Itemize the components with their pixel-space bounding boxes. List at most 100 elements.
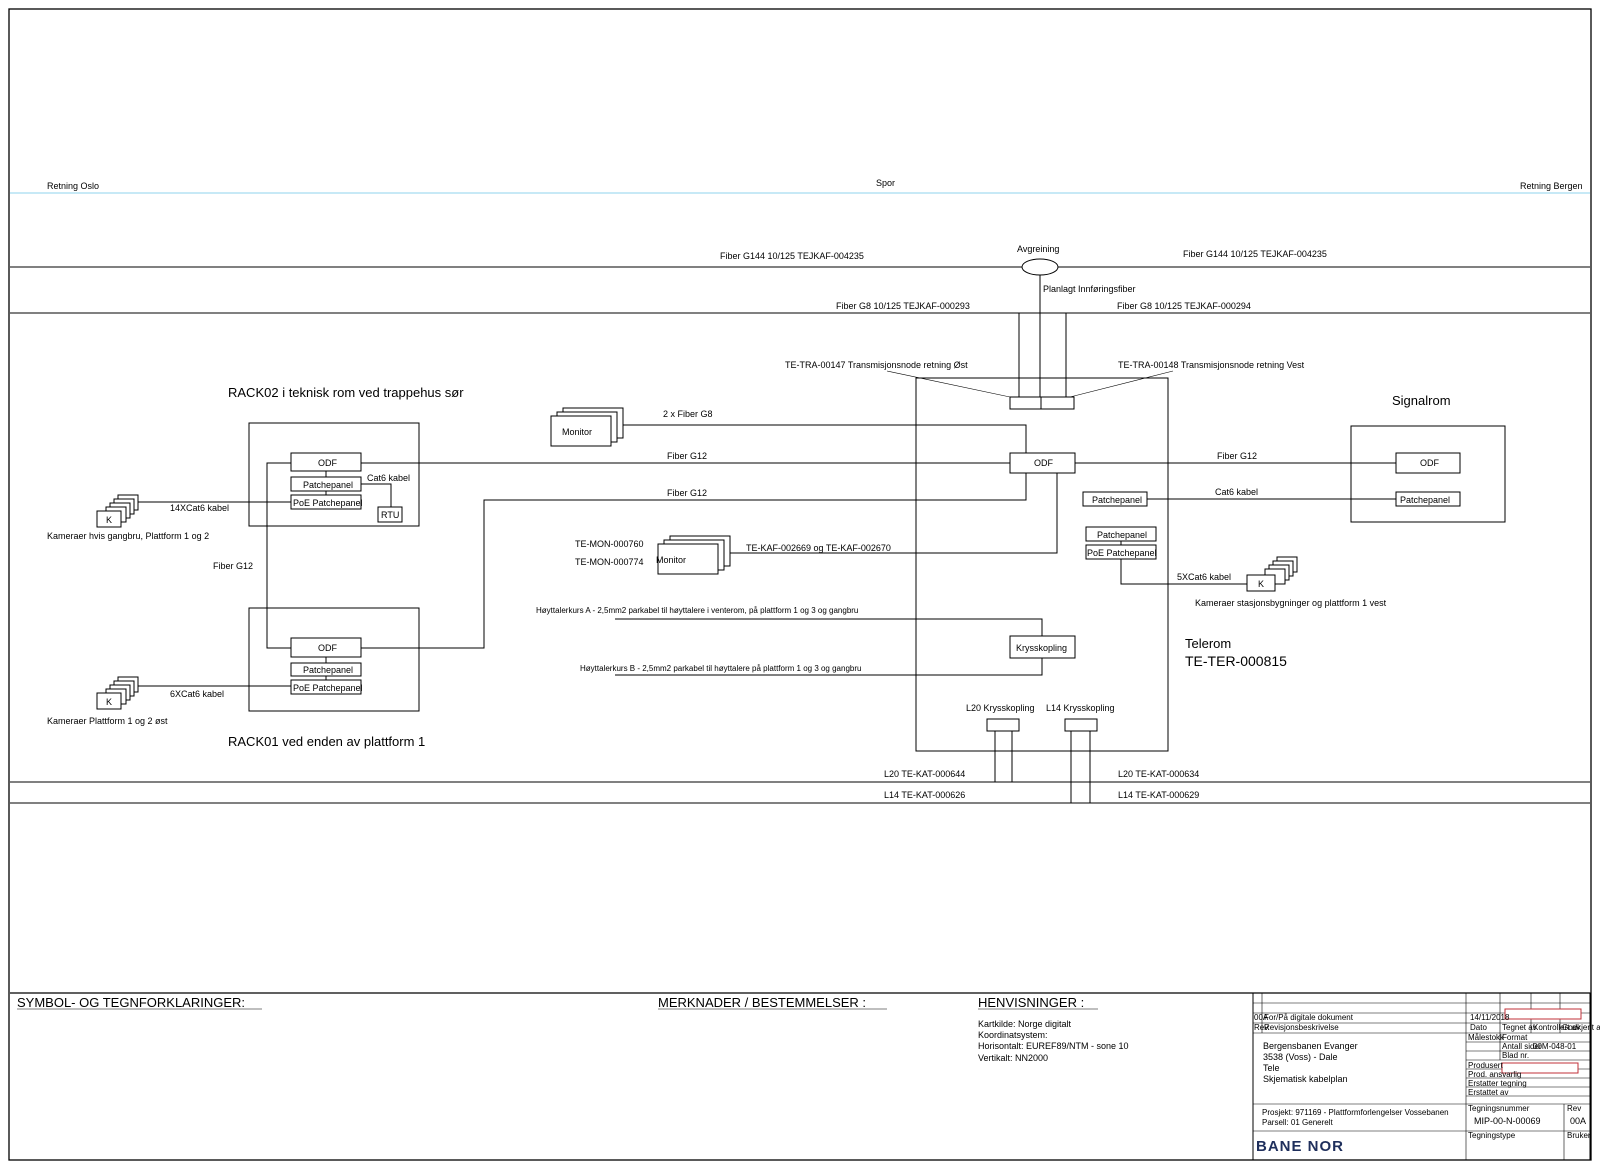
tb-meta8: Erstattet av <box>1468 1088 1508 1097</box>
kat-l14-right: L14 TE-KAT-000629 <box>1118 790 1199 800</box>
svg-text:Monitor: Monitor <box>656 555 686 565</box>
planlagt-label: Planlagt Innføringsfiber <box>1043 284 1136 294</box>
fiber-label-right-2: Fiber G8 10/125 TEJKAF-000294 <box>1117 301 1251 311</box>
camera-stack-bottom: K <box>96 676 139 710</box>
tb-project1: Bergensbanen Evanger <box>1263 1041 1358 1051</box>
tb-meta5: Produsert <box>1468 1061 1503 1070</box>
signalrom-patchpanel-label: Patchepanel <box>1400 495 1450 505</box>
legend-merknader: MERKNADER / BESTEMMELSER : <box>658 995 866 1010</box>
title-block <box>1252 992 1591 1161</box>
avgreining-label: Avgreining <box>1017 244 1059 254</box>
svg-text:K: K <box>106 697 112 707</box>
rack02-box <box>248 422 420 527</box>
tb-tegnr: MIP-00-N-00069 <box>1474 1116 1541 1126</box>
legend-symbol: SYMBOL- OG TEGNFORKLARINGER: <box>17 995 245 1010</box>
tb-parsell: Parsell: 01 Generelt <box>1262 1118 1333 1127</box>
drawing-frame <box>8 8 1592 1161</box>
rack02-poe-label: PoE Patchepanel <box>293 498 363 508</box>
fiber-label-left-2: Fiber G8 10/125 TEJKAF-000293 <box>836 301 970 311</box>
krysskopling-label: Krysskopling <box>1016 643 1067 653</box>
telerom-title-1: Telerom <box>1185 636 1231 651</box>
hoyt-b-label: Høyttalerkurs B - 2,5mm2 parkabel til hø… <box>580 664 861 673</box>
rack02-cat6-label: Cat6 kabel <box>367 473 410 483</box>
fiber-g12-vert-label: Fiber G12 <box>213 561 253 571</box>
telerom-odf-label: ODF <box>1034 458 1054 468</box>
bane-nor-logo: BANE NOR <box>1256 1138 1344 1155</box>
monitor-mon1: TE-MON-000760 <box>575 539 644 549</box>
fiber-g12-a-label: Fiber G12 <box>667 451 707 461</box>
signalrom-patchpanel <box>1395 491 1461 507</box>
monitor-mid: Monitor <box>656 535 731 575</box>
rack01-odf-label: ODF <box>318 643 338 653</box>
cameras-top-cable: 14XCat6 kabel <box>170 503 229 513</box>
monitor-mon2: TE-MON-000774 <box>575 557 644 567</box>
cameras-right-label: Kameraer stasjonsbygninger og plattform … <box>1195 598 1387 608</box>
tb-typenr: Tegningstype <box>1468 1131 1516 1140</box>
fiber-label-left-top: Fiber G144 10/125 TEJKAF-004235 <box>720 251 864 261</box>
rack02-rtu <box>377 506 403 523</box>
legend-h1: Kartkilde: Norge digitalt <box>978 1019 1072 1029</box>
tra-node-left <box>1009 396 1042 410</box>
l14-krysskopling <box>1064 718 1098 732</box>
telerom-patchpanel-1-label: Patchepanel <box>1092 495 1142 505</box>
tb-tegnr-label: Tegningsnummer <box>1468 1104 1530 1113</box>
monitor-top: Monitor <box>550 407 624 447</box>
fiber-g12-b-label: Fiber G12 <box>667 488 707 498</box>
tb-meta6: Prod. ansvarlig <box>1468 1070 1521 1079</box>
telerom-patchpanel-2-label: Patchepanel <box>1097 530 1147 540</box>
telerom-title-2: TE-TER-000815 <box>1185 653 1287 669</box>
rack01-title: RACK01 ved enden av plattform 1 <box>228 734 425 749</box>
tb-rev-val: 00A <box>1570 1116 1586 1126</box>
signalrom-odf-label: ODF <box>1420 458 1440 468</box>
tb-rev-label: Rev <box>1567 1104 1581 1113</box>
cameras-bottom-cable: 6XCat6 kabel <box>170 689 224 699</box>
camera-stack-right: K <box>1246 556 1298 592</box>
tb-hdr-godk: Godkjent av <box>1562 1023 1600 1032</box>
legend-h2: Koordinatsystem: <box>978 1030 1048 1040</box>
fiber-label-right-top: Fiber G144 10/125 TEJKAF-004235 <box>1183 249 1327 259</box>
tb-project4: Skjematisk kabelplan <box>1263 1074 1348 1084</box>
tb-project2: 3538 (Voss) - Dale <box>1263 1052 1338 1062</box>
legend-h3: Horisontalt: EUREF89/NTM - sone 10 <box>978 1041 1129 1051</box>
l20-krysskopling <box>986 718 1020 732</box>
rack02-rtu-label: RTU <box>381 510 399 520</box>
l14k-label: L14 Krysskopling <box>1046 703 1115 713</box>
tra-left-label: TE-TRA-00147 Transmisjonsnode retning Øs… <box>785 360 968 370</box>
tb-hdr-rev: Rev. <box>1254 1023 1270 1032</box>
tb-meta3: Antall sider <box>1502 1042 1542 1051</box>
svg-text:K: K <box>1258 579 1264 589</box>
rack01-poe-label: PoE Patchepanel <box>293 683 363 693</box>
track-right-label: Retning Bergen <box>1520 181 1583 191</box>
tb-hdr-dato: Dato <box>1470 1023 1487 1032</box>
rack01-patchpanel-label: Patchepanel <box>303 665 353 675</box>
rack02-odf-label: ODF <box>318 458 338 468</box>
kat-l20-right: L20 TE-KAT-000634 <box>1118 769 1199 779</box>
avgreining-splice <box>1021 258 1059 276</box>
monitor-kaf: TE-KAF-002669 og TE-KAF-002670 <box>746 543 891 553</box>
tra-right-label: TE-TRA-00148 Transmisjonsnode retning Ve… <box>1118 360 1305 370</box>
l20k-label: L20 Krysskopling <box>966 703 1035 713</box>
rack01-box <box>248 607 420 712</box>
hoyt-a-label: Høyttalerkurs A - 2,5mm2 parkabel til hø… <box>536 606 858 615</box>
tb-meta7: Erstatter tegning <box>1468 1079 1527 1088</box>
kat-l14-left: L14 TE-KAT-000626 <box>884 790 965 800</box>
cameras-bottom-label: Kameraer Plattform 1 og 2 øst <box>47 716 168 726</box>
tb-rev-desc: For/På digitale dokument <box>1264 1013 1354 1022</box>
kat-l20-left: L20 TE-KAT-000644 <box>884 769 965 779</box>
tra-node-right <box>1040 396 1075 410</box>
telerom-box <box>915 377 1169 752</box>
telerom-poe-label: PoE Patchepanel <box>1087 548 1157 558</box>
legend-h4: Vertikalt: NN2000 <box>978 1053 1048 1063</box>
cameras-top-label: Kameraer hvis gangbru, Plattform 1 og 2 <box>47 531 209 541</box>
tb-hdr-sign: Tegnet av <box>1502 1023 1537 1032</box>
tb-date1: 14/11/2018 <box>1470 1013 1510 1022</box>
rack02-patchpanel-label: Patchepanel <box>303 480 353 490</box>
cameras-right-cable: 5XCat6 kabel <box>1177 572 1231 582</box>
fiber-g12-right-label: Fiber G12 <box>1217 451 1257 461</box>
tb-project3: Tele <box>1263 1063 1280 1073</box>
tb-hdr-beskr: Revisjonsbeskrivelse <box>1264 1023 1339 1032</box>
tb-proj-code: 00M-048-01 <box>1533 1042 1577 1051</box>
tb-hdr-kontr: Kontrollert av <box>1533 1023 1580 1032</box>
tb-rev-code: 00A <box>1254 1013 1269 1022</box>
